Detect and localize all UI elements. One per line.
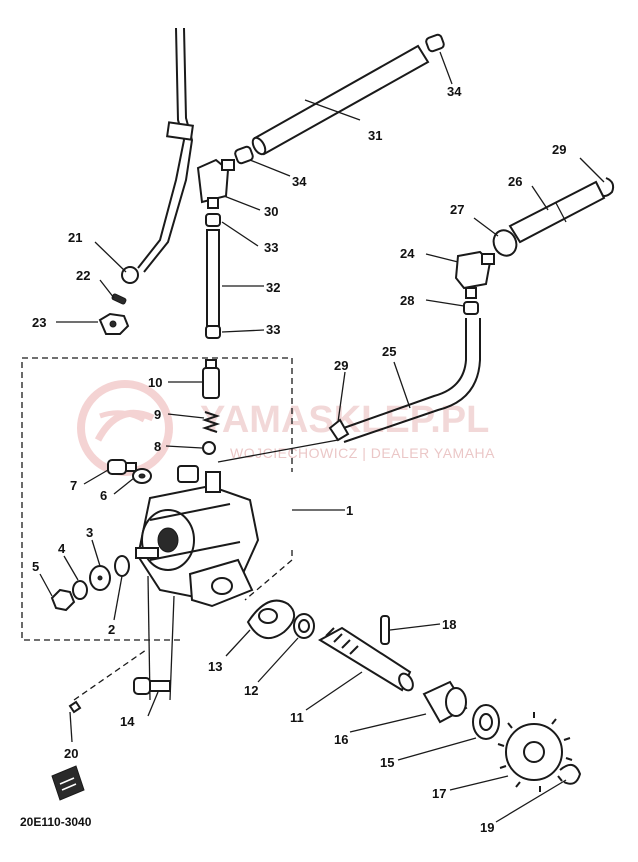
callout-34b: 34 (292, 174, 307, 189)
callout-28: 28 (400, 293, 414, 308)
part-5-nut (50, 588, 76, 612)
part-33-clip-lower (205, 325, 221, 339)
callout-10: 10 (148, 375, 162, 390)
part-11-shaft (318, 626, 414, 692)
part-26-hose (508, 180, 606, 244)
callout-23: 23 (32, 315, 46, 330)
callout-32: 32 (266, 280, 280, 295)
part-24-fitting (454, 250, 495, 299)
part-33-clip-upper (205, 213, 221, 227)
watermark-subtitle: WOJCIECHOWICZ | DEALER YAMAHA (230, 445, 495, 461)
part-9-spring (201, 411, 221, 433)
part-22-pin (111, 293, 127, 305)
callout-4: 4 (58, 541, 66, 556)
part-20-pin (68, 700, 82, 714)
callout-29b: 29 (334, 358, 348, 373)
part-1-oil-pump (135, 465, 260, 608)
diagram-code: 20E110-3040 (20, 815, 92, 829)
callout-20: 20 (64, 746, 78, 761)
callout-5: 5 (32, 559, 39, 574)
callout-16: 16 (334, 732, 348, 747)
callout-15: 15 (380, 755, 394, 770)
callout-8: 8 (154, 439, 161, 454)
part-23-nut (98, 312, 130, 335)
part-32-hose (206, 229, 220, 327)
callout-18: 18 (442, 617, 456, 632)
part-2-washer (114, 555, 130, 577)
callout-33a: 33 (264, 240, 278, 255)
part-14-bolt (133, 677, 171, 695)
leader-lines (39, 51, 605, 823)
callout-34a: 34 (447, 84, 462, 99)
part-7-bolt (107, 459, 137, 475)
callout-9: 9 (154, 407, 161, 422)
pump-assembly-outline (21, 357, 293, 641)
callout-3: 3 (86, 525, 93, 540)
callout-11: 11 (290, 710, 304, 725)
part-34-clip-left (234, 145, 254, 165)
callout-31: 31 (368, 128, 382, 143)
callout-26: 26 (508, 174, 522, 189)
callout-24: 24 (400, 246, 415, 261)
part-13-gasket (246, 599, 295, 640)
callout-13: 13 (208, 659, 222, 674)
callout-labels: 34 31 34 30 33 32 33 21 22 23 29 26 27 2… (32, 84, 566, 835)
callout-7: 7 (70, 478, 77, 493)
callout-30: 30 (264, 204, 278, 219)
part-4-washer (72, 580, 88, 600)
callout-2: 2 (108, 622, 115, 637)
part-8-ball (202, 441, 216, 455)
callout-17: 17 (432, 786, 446, 801)
part-27-collar (492, 229, 518, 257)
watermark-logo-icon (77, 380, 173, 476)
callout-33b: 33 (266, 322, 280, 337)
part-30-fitting (196, 158, 235, 209)
callout-25: 25 (382, 344, 396, 359)
part-20-icon (51, 765, 85, 801)
part-29-clip-left (328, 418, 350, 442)
part-18-pin (380, 615, 390, 645)
throttle-cable (121, 27, 194, 284)
part-31-hose (251, 44, 430, 156)
callout-29a: 29 (552, 142, 566, 157)
part-34-clip-right (425, 33, 445, 53)
part-10-nipple (202, 359, 220, 399)
part-6-washer (132, 468, 152, 484)
callout-14: 14 (120, 714, 135, 729)
callout-6: 6 (100, 488, 107, 503)
callout-12: 12 (244, 683, 258, 698)
part-17-gear (497, 712, 573, 792)
callout-1: 1 (346, 503, 353, 518)
part-16-collar (422, 680, 468, 724)
callout-19: 19 (480, 820, 494, 835)
part-3-plate (89, 565, 111, 591)
part-19-clip (559, 763, 582, 785)
callout-22: 22 (76, 268, 90, 283)
part-25-hose (337, 318, 481, 443)
part-15-bearing (472, 704, 500, 740)
callout-21: 21 (68, 230, 82, 245)
callout-27: 27 (450, 202, 464, 217)
part-12-oring (293, 613, 315, 639)
part-28-clip (463, 301, 479, 315)
